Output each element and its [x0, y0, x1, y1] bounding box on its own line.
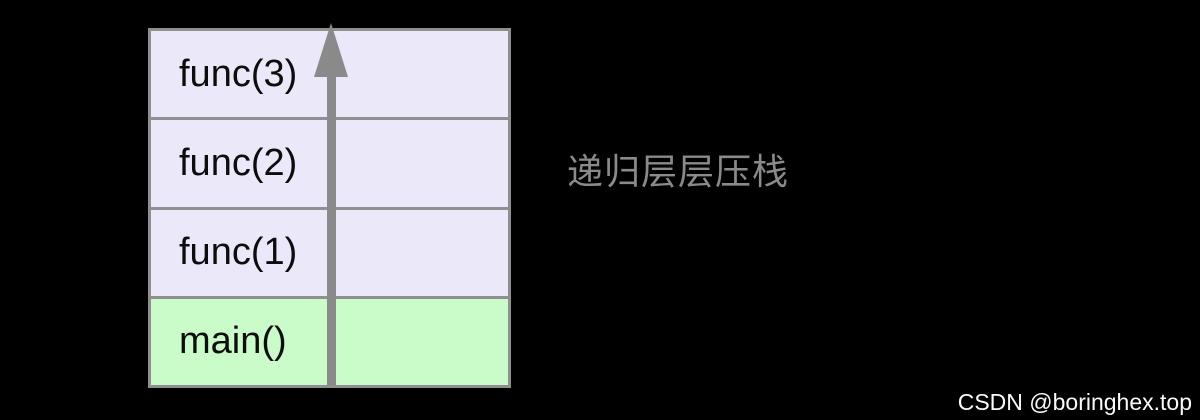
caption-text: 递归层层压栈 — [567, 151, 790, 192]
stack-row-func3: func(3) — [151, 31, 508, 118]
stack-frame-empty-cell — [332, 209, 508, 296]
call-stack-table: func(3) func(2) func(1) main() — [148, 28, 511, 388]
stack-frame-empty-cell — [332, 120, 508, 207]
up-arrow-icon-shaft — [327, 77, 336, 385]
stack-frame-label: func(1) — [151, 209, 332, 296]
stack-frame-empty-cell — [332, 298, 508, 385]
stack-frame-empty-cell — [332, 31, 508, 118]
up-arrow-icon-head — [314, 23, 348, 77]
stack-row-func1: func(1) — [151, 206, 508, 296]
stack-frame-label: func(2) — [151, 120, 332, 207]
stack-frame-label: func(3) — [151, 31, 332, 118]
stack-frame-label: main() — [151, 298, 332, 385]
stack-row-func2: func(2) — [151, 117, 508, 207]
watermark-text: CSDN @boringhex.top — [957, 389, 1192, 415]
